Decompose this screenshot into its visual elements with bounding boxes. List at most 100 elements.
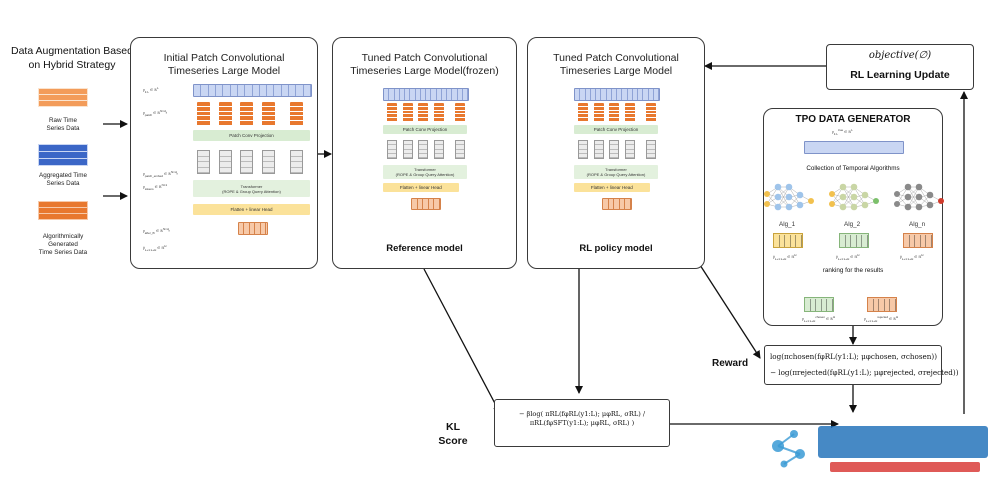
rl-update-label: RL Learning Update — [850, 69, 950, 81]
algn-output-grid — [903, 233, 933, 248]
tensor-shape-label: y1:L ∈ ℝL — [143, 86, 159, 94]
flatten-linear-head: Flatten + linear Head — [574, 183, 650, 192]
tpo-generator-panel: TPO DATA GENERATOR y1:Ltrue ∈ ℝL Collect… — [763, 108, 944, 326]
token-column — [240, 150, 254, 174]
transformer-block: Transformer(ROPE & Group Query Attention… — [574, 165, 658, 179]
aggregated-data-grid — [38, 144, 88, 166]
tensor-shape-label: ŷL+1:L+H ∈ ℝH — [143, 244, 167, 252]
patch-column — [240, 102, 254, 126]
patch-conv-projection: Patch Conv Projection — [193, 130, 310, 141]
token-column — [218, 150, 232, 174]
token-column — [646, 140, 657, 159]
network-alg2-icon — [829, 183, 879, 211]
arrow-policy-to-reward — [699, 264, 761, 359]
reward-label: Reward — [712, 358, 749, 369]
output-forecast-bar — [602, 198, 632, 210]
patch-column — [262, 102, 275, 126]
algn-output-label: ŷL+1:L+H ∈ ℝH — [900, 253, 924, 261]
reference-model-label: Reference model — [386, 243, 463, 254]
patch-column — [387, 103, 397, 122]
tensor-shape-label: ypatch_embed ∈ ℝN×dk — [143, 170, 178, 178]
reward-formula-box: log(πchosen(fφRL(y1:L); μφchosen, σchose… — [764, 345, 959, 385]
token-column — [387, 140, 397, 159]
token-column — [418, 140, 429, 159]
network-algn-icon — [894, 183, 944, 211]
input-sequence-bar — [383, 88, 469, 101]
neural-net-icons — [764, 183, 944, 211]
rejected-output-label: yL+1:L+Hrejected ∈ ℝH — [864, 315, 899, 323]
flatten-linear-head: Flatten + linear Head — [193, 204, 310, 215]
policy-model-label: RL policy model — [579, 243, 653, 254]
patch-column — [197, 102, 210, 126]
token-column — [609, 140, 620, 159]
patch-column — [624, 103, 635, 122]
alg1-output-grid — [773, 233, 803, 248]
objective-label: objective(∅) — [868, 50, 932, 61]
side-title: Data Augmentation Based on Hybrid Strate… — [10, 45, 133, 71]
patch-column — [402, 103, 413, 122]
patch-column — [218, 102, 232, 126]
tpo-input-label: y1:Ltrue ∈ ℝL — [832, 128, 853, 136]
tensor-shape-label: ytokens ∈ ℝN×1 — [143, 183, 168, 191]
rl-update-box: objective(∅) RL Learning Update — [826, 44, 974, 90]
input-sequence-bar — [574, 88, 660, 101]
patch-column — [593, 103, 604, 122]
token-column — [455, 140, 466, 159]
reward-formula-line2: − log(πrejected(fφRL(y1:L); μφrejected, … — [770, 368, 959, 377]
transformer-block: Transformer(ROPE & Group Query Attention… — [193, 180, 310, 197]
token-column — [578, 140, 588, 159]
token-column — [624, 140, 635, 159]
network-alg1-icon — [764, 183, 814, 211]
patch-conv-projection: Patch Conv Projection — [383, 125, 467, 134]
raw-data-grid — [38, 88, 88, 107]
patch-column — [418, 103, 429, 122]
output-forecast-bar — [237, 222, 268, 235]
output-forecast-bar — [411, 198, 441, 210]
token-column — [197, 150, 210, 174]
tensor-shape-label: yafter_fh ∈ ℝN×dk — [143, 227, 170, 235]
ranking-label: ranking for the results — [822, 267, 884, 274]
patch-column — [646, 103, 657, 122]
rejected-output-grid — [867, 297, 897, 312]
alg1-output-label: ŷL+1:L+H ∈ ℝH — [773, 253, 797, 261]
tpo-input-bar — [804, 141, 904, 154]
flatten-linear-head: Flatten + linear Head — [383, 183, 459, 192]
generated-data-grid — [38, 201, 88, 220]
patch-column — [433, 103, 444, 122]
patch-column — [289, 102, 303, 126]
token-column — [593, 140, 604, 159]
alg2-output-label: ŷL+1:L+H ∈ ℝH — [836, 253, 860, 261]
token-column — [262, 150, 275, 174]
token-column — [433, 140, 444, 159]
alg1-label: Alg_1 — [779, 221, 796, 228]
patch-conv-projection: Patch Conv Projection — [574, 125, 658, 134]
chosen-output-label: yL+1:L+Hchosen ∈ ℝH — [802, 315, 836, 323]
chosen-output-grid — [804, 297, 834, 312]
algn-label: Alg_n — [909, 221, 926, 228]
alg2-output-grid — [839, 233, 869, 248]
transformer-block: Transformer(ROPE & Group Query Attention… — [383, 165, 467, 179]
kl-formula-box: − βlog( πRL(fφRL(y1:L); μφRL, σRL) / πRL… — [494, 399, 670, 447]
input-sequence-bar — [193, 84, 312, 97]
token-column — [289, 150, 303, 174]
patch-column — [455, 103, 466, 122]
alg2-label: Alg_2 — [844, 221, 861, 228]
watermark-logo — [772, 426, 988, 472]
patch-column — [609, 103, 620, 122]
arrow-reference-to-kl — [423, 268, 501, 414]
tensor-shape-label: ypatch ∈ ℝN×dk — [143, 109, 167, 117]
patch-column — [578, 103, 588, 122]
tpo-title: TPO DATA GENERATOR — [795, 114, 911, 125]
tpo-collection-label: Collection of Temporal Algorithms — [806, 165, 900, 172]
